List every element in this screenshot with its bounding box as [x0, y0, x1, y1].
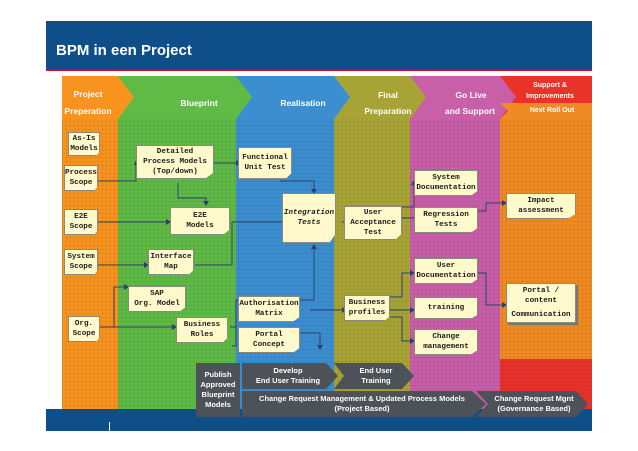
- phase-golive: [410, 76, 522, 119]
- box-training: training: [414, 297, 478, 319]
- title-underline: [46, 69, 592, 71]
- title-bar: BPM in een Project: [46, 21, 592, 69]
- slide: BPM in een Project: [46, 21, 592, 431]
- phase-label-project-prep-2: Preperation: [64, 106, 112, 116]
- phase-label-project-prep-1: Project: [73, 89, 103, 99]
- page-title: BPM in een Project: [56, 42, 192, 59]
- bar-cr-project-text: Change Request Management & Updated Proc…: [259, 394, 465, 413]
- box-portal-communication: Portal / content Communication: [506, 283, 576, 323]
- phase-blueprint: [118, 76, 258, 119]
- phase-label-final-prep-1: Final: [378, 90, 398, 100]
- phase-realisation: [236, 76, 354, 119]
- phase-label-support-2: Improvements: [526, 93, 574, 100]
- phase-next-rollout: [500, 103, 592, 119]
- bar-cr-governance-text: Change Request Mgnt(Governance Based): [494, 394, 574, 413]
- phase-label-realisation: Realisation: [280, 98, 326, 108]
- phase-label-blueprint: Blueprint: [180, 98, 218, 108]
- phase-label-final-prep-2: Preparation: [364, 106, 412, 116]
- phase-label-golive-1: Go Live: [455, 90, 487, 100]
- box-communication-label: Communication: [511, 311, 571, 319]
- box-portal-content-label: Portal / content: [522, 287, 560, 305]
- bottom-tick: [109, 422, 110, 431]
- box-org-scope: Org.Scope: [68, 316, 100, 342]
- phase-label-next-rollout: Next Roll Out: [529, 107, 575, 114]
- phase-project-prep: [62, 76, 142, 119]
- phase-label-golive-2: and Support: [444, 106, 496, 116]
- phase-final-prep: [334, 76, 432, 119]
- phase-label-support-1: Support &: [533, 82, 567, 89]
